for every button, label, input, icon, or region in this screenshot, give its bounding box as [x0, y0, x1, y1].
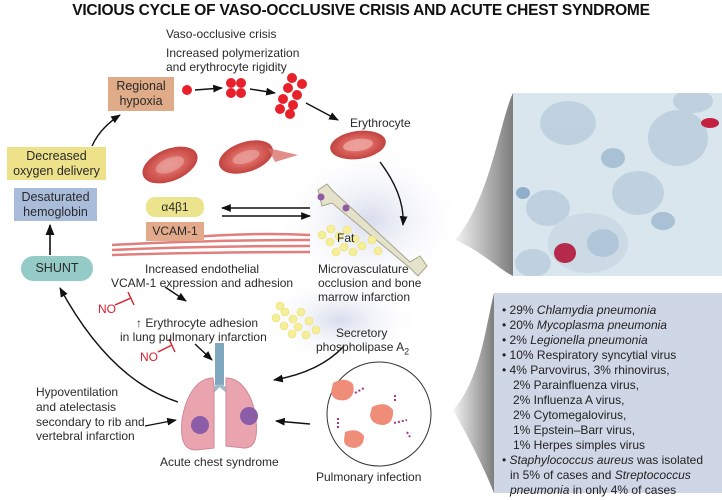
- pulmonary-infection-circle: [326, 361, 432, 467]
- panel-subitem: 1% Herpes simples virus: [513, 438, 646, 452]
- panel-item-name: Chlamydia pneumonia: [536, 303, 657, 317]
- label-micro-3: marrow infarction: [318, 290, 411, 304]
- arrow-hypovent-to-lung: [144, 417, 177, 427]
- label-acute-chest-syndrome: Acute chest syndrome: [160, 455, 279, 469]
- box-vcam-1: VCAM-1: [146, 222, 204, 241]
- desat-line-1: Desaturated: [21, 189, 90, 204]
- panel-item: • 2% Legionella pneumonia: [502, 333, 648, 347]
- phospholipase-subscript: 2: [404, 346, 410, 357]
- micrograph-funnel: [455, 93, 513, 276]
- label-pulmonary-infection: Pulmonary infection: [316, 470, 422, 484]
- label-adhesion-1: ↑ Erythrocyte adhesion: [136, 316, 259, 330]
- bacteria-staph: Staphylococcus aureus: [509, 453, 634, 467]
- arrow-phospholipase-to-lung: [273, 345, 345, 383]
- bacteria-text-2: in 5% of cases and: [510, 468, 615, 482]
- bacteria-pneumonia: pneumonia: [510, 483, 570, 497]
- label-phospholipase-1: Secretory: [336, 326, 387, 340]
- oxygen-line-1: Decreased: [26, 148, 87, 163]
- bone: [317, 183, 428, 277]
- hypoxia-line-1: Regional: [116, 79, 166, 93]
- box-decreased-oxygen-delivery: Decreased oxygen delivery: [7, 147, 106, 180]
- bacteria-text-3: in only 4% of cases: [569, 483, 677, 497]
- arrow-erythrocyte-to-bone: [379, 161, 408, 226]
- panel-subitem: 1% Epstein–Barr virus,: [513, 423, 636, 437]
- arrow-oxygen-to-hypoxia: [91, 114, 121, 147]
- label-no-2: NO: [140, 350, 158, 364]
- label-polymerization-1: Increased polymerization: [166, 46, 300, 60]
- infection-statistics-panel: • 29% Chlamydia pneumonia • 20% Mycoplas…: [494, 293, 722, 497]
- panel-subitem: 2% Cytomegalovirus,: [513, 408, 627, 422]
- stained-cell: [554, 243, 576, 263]
- fat-glow: [260, 275, 420, 365]
- panel-item-bacteria: • Staphylococcus aureus was isolated in …: [502, 453, 722, 498]
- bacteria-strep: Streptococcus: [614, 468, 691, 482]
- label-hypovent-4: vertebral infarction: [36, 429, 135, 443]
- label-vaso-occlusive: Vaso-occlusive crisis: [166, 27, 277, 41]
- label-micro-1: Microvasculature: [318, 262, 409, 276]
- arrow: [194, 84, 223, 93]
- arrow: [249, 87, 276, 96]
- arrow: [305, 102, 339, 121]
- label-polymerization-2: and erythrocyte rigidity: [166, 60, 287, 74]
- fat-globules: [317, 224, 383, 257]
- lungs: [181, 343, 258, 451]
- panel-item-name: Legionella pneumonia: [530, 333, 648, 347]
- panel-funnel: [453, 293, 494, 493]
- panel-item-pct: 29%: [509, 303, 537, 317]
- label-micro-2: occlusion and bone: [318, 276, 422, 290]
- desat-line-2: hemoglobin: [23, 204, 88, 219]
- panel-subitem: 2% Influenza A virus,: [513, 393, 625, 407]
- box-desaturated-hemoglobin: Desaturated hemoglobin: [14, 188, 97, 221]
- box-alpha4beta1: α4β1: [146, 197, 204, 217]
- arrow-endothelial-to-adhesion: [164, 286, 187, 302]
- phospholipase-text-1: Secretory: [336, 326, 388, 340]
- oxygen-line-2: oxygen delivery: [13, 163, 100, 178]
- no-inhibitor-2: [157, 338, 176, 353]
- rbc-cluster-polymer: [275, 73, 307, 119]
- label-fat: Fat: [337, 231, 355, 245]
- phospholipase-text-2: phospholipase A: [316, 340, 405, 354]
- panel-item-name: 4% Parvovirus, 3% rhinovirus,: [509, 363, 670, 377]
- label-hypovent-3: secondary to rib and: [36, 415, 145, 429]
- label-no-1: NO: [98, 302, 116, 316]
- label-phospholipase-2: phospholipase A2: [316, 340, 409, 358]
- panel-item: • 29% Chlamydia pneumonia: [502, 303, 657, 317]
- diagram-title: VICIOUS CYCLE OF VASO-OCCLUSIVE CRISIS A…: [72, 2, 650, 19]
- hypoxia-line-2: hypoxia: [119, 94, 163, 108]
- fat-globules-2: [271, 301, 321, 340]
- label-hypovent-2: and atelectasis: [36, 400, 117, 414]
- panel-item: • 4% Parvovirus, 3% rhinovirus, 2% Parai…: [502, 363, 722, 453]
- label-hypovent-1: Hypoventilation: [36, 385, 119, 399]
- label-adhesion-2: in lung pulmonary infarction: [120, 330, 267, 344]
- no-inhibitor-1: [114, 291, 135, 306]
- box-regional-hypoxia: Regional hypoxia: [108, 77, 174, 111]
- arrow-infection-to-lung: [275, 417, 311, 426]
- panel-item: • 20% Mycoplasma pneumonia: [502, 318, 667, 332]
- bacteria-line-3: pneumonia in only 4% of cases: [502, 483, 722, 498]
- panel-item: • 10% Respiratory syncytial virus: [502, 348, 677, 362]
- arrow-acs-to-shunt: [59, 287, 179, 403]
- panel-subitem: 2% Parainfluenza virus,: [513, 378, 640, 392]
- panel-item-name: Respiratory syncytial virus: [536, 348, 677, 362]
- panel-item-pct: 2%: [509, 333, 531, 347]
- bacteria-line-2: in 5% of cases and Streptococcus: [502, 468, 722, 483]
- label-erythrocyte: Erythrocyte: [350, 116, 411, 130]
- rbc-cluster-4: [226, 78, 246, 98]
- rbc-single: [182, 85, 192, 95]
- label-endothelial-2: VCAM-1 expression and adhesion: [111, 276, 294, 290]
- box-shunt: SHUNT: [21, 256, 93, 281]
- panel-item-name: Mycoplasma pneumonia: [536, 318, 667, 332]
- panel-item-pct: 10%: [509, 348, 537, 362]
- panel-item-pct: 20%: [509, 318, 537, 332]
- stained-cell: [701, 118, 719, 128]
- micrograph-image: [513, 93, 722, 276]
- arrow-adhesion-to-lung: [194, 343, 213, 361]
- label-endothelial-1: Increased endothelial: [145, 262, 260, 276]
- bacteria-text-1: was isolated: [633, 453, 703, 467]
